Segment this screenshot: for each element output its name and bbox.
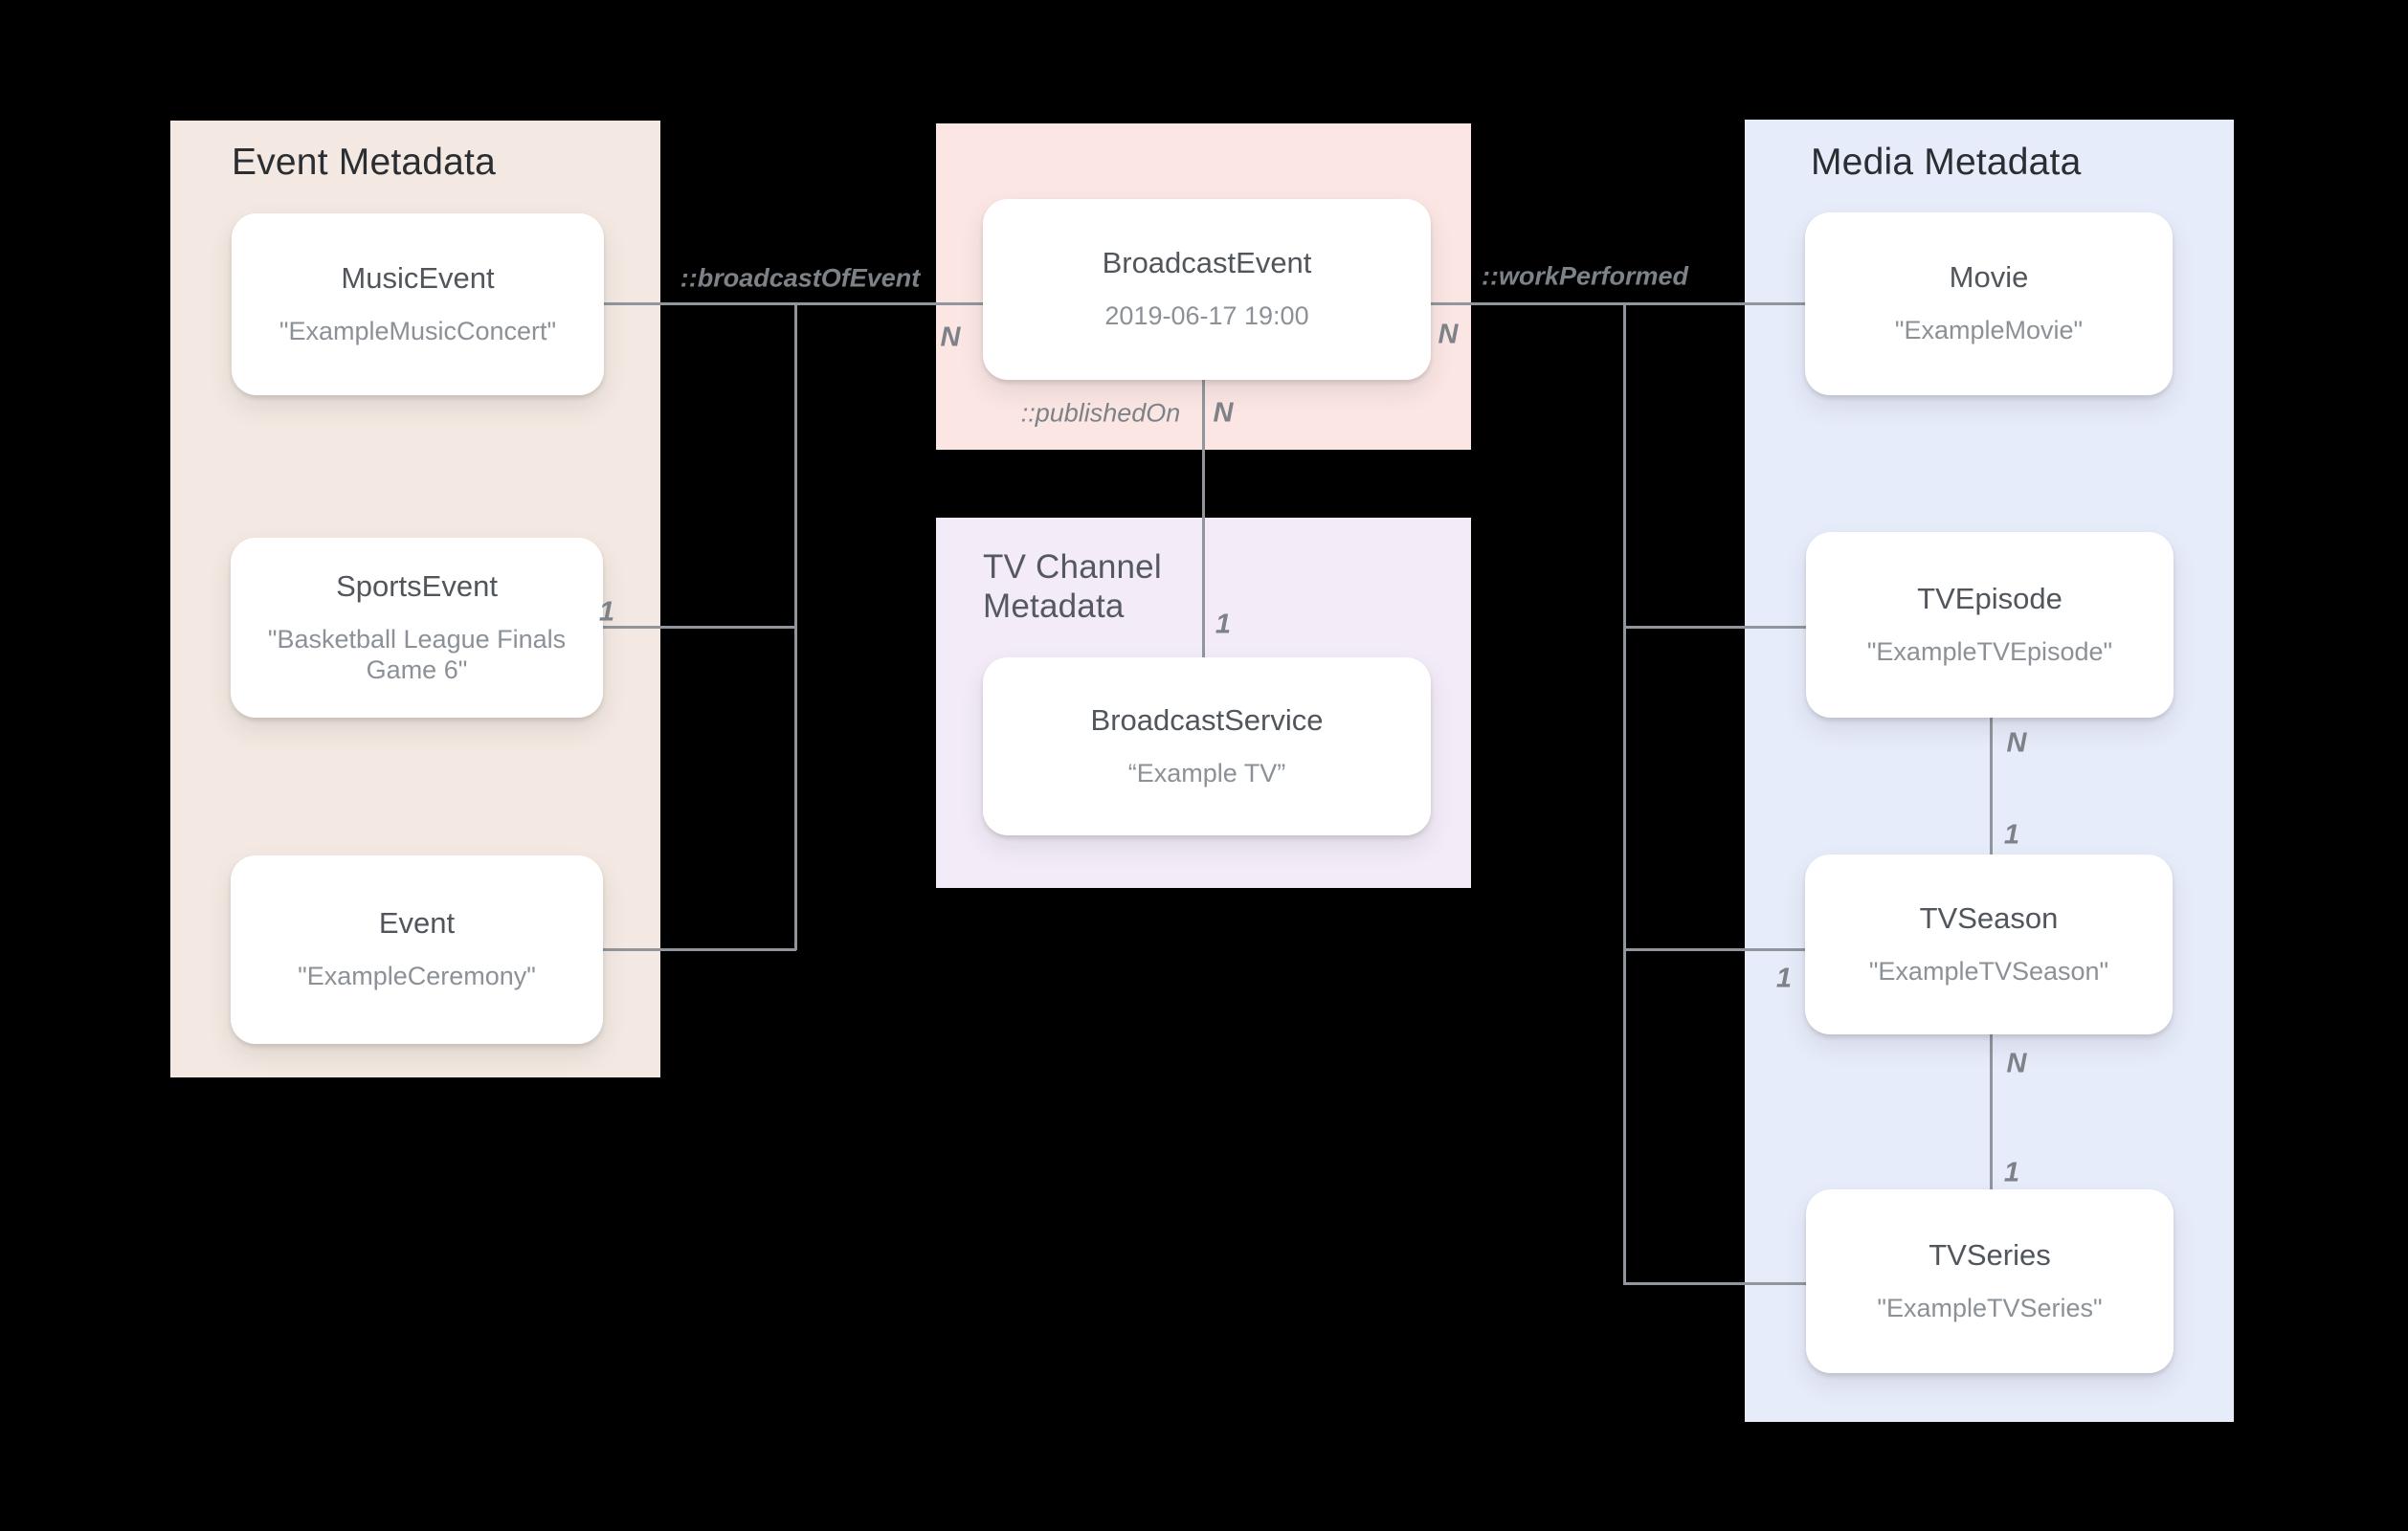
node-tv-season-name: TVSeason (1919, 900, 2059, 935)
connector-broadcastevent-broadcastservice (1202, 380, 1205, 657)
cardinality-season-top-one: 1 (2003, 819, 2020, 851)
node-sports-event: SportsEvent "Basketball League Finals Ga… (231, 538, 603, 718)
connector-tvseason-tvseries (1990, 1034, 1993, 1189)
node-sports-event-name: SportsEvent (336, 568, 498, 603)
node-tv-series: TVSeries "ExampleTVSeries" (1806, 1189, 2174, 1373)
node-broadcast-service: BroadcastService “Example TV” (983, 657, 1431, 835)
cardinality-broadcast-right-n: N (1438, 319, 1459, 350)
relationship-published-on: ::publishedOn (1020, 398, 1181, 428)
node-tv-episode-value: "ExampleTVEpisode" (1866, 636, 2113, 666)
cardinality-service-one: 1 (1215, 609, 1232, 640)
node-tv-season-value: "ExampleTVSeason" (1868, 956, 2109, 986)
node-movie-value: "ExampleMovie" (1894, 316, 2084, 345)
node-event: Event "ExampleCeremony" (231, 855, 603, 1044)
node-sports-event-value: "Basketball League Finals Game 6" (267, 624, 567, 685)
node-tv-series-value: "ExampleTVSeries" (1877, 1293, 2103, 1322)
node-music-event: MusicEvent "ExampleMusicConcert" (232, 213, 604, 395)
node-tv-episode-name: TVEpisode (1917, 581, 2062, 615)
node-event-name: Event (378, 906, 456, 941)
node-tv-series-name: TVSeries (1929, 1237, 2051, 1272)
node-event-value: "ExampleCeremony" (298, 962, 536, 991)
node-movie-name: Movie (1949, 260, 2029, 295)
tv-channel-metadata-title: TV Channel Metadata (983, 548, 1162, 625)
node-broadcast-event: BroadcastEvent 2019-06-17 19:00 (983, 199, 1431, 380)
connector-event-trunk (602, 948, 796, 951)
cardinality-season-bottom-n: N (2006, 1048, 2027, 1079)
connector-musicevent-broadcastevent (604, 302, 983, 305)
relationship-broadcast-of-event: ::broadcastOfEvent (680, 263, 921, 293)
relationship-work-performed: ::workPerformed (1481, 261, 1689, 291)
connector-trunk-tvseason (1623, 948, 1806, 951)
cardinality-sports-one: 1 (598, 596, 615, 628)
node-music-event-value: "ExampleMusicConcert" (279, 316, 557, 345)
node-broadcast-service-name: BroadcastService (1090, 702, 1324, 737)
connector-tvepisode-tvseason (1990, 718, 1993, 854)
event-metadata-title: Event Metadata (232, 142, 496, 183)
node-tv-episode: TVEpisode "ExampleTVEpisode" (1806, 532, 2174, 718)
cardinality-series-top-one: 1 (2003, 1157, 2020, 1188)
node-tv-season: TVSeason "ExampleTVSeason" (1805, 854, 2173, 1034)
connector-right-trunk (1623, 302, 1626, 1285)
cardinality-broadcast-left-n: N (940, 322, 961, 353)
node-broadcast-service-value: “Example TV” (1127, 758, 1286, 788)
node-music-event-name: MusicEvent (341, 260, 495, 295)
cardinality-published-n: N (1213, 397, 1234, 429)
connector-trunk-tvseries (1623, 1282, 1806, 1285)
connector-broadcastevent-movie (1431, 302, 1805, 305)
node-broadcast-event-value: 2019-06-17 19:00 (1104, 301, 1309, 331)
node-broadcast-event-name: BroadcastEvent (1102, 246, 1312, 280)
connector-trunk-tvepisode (1623, 626, 1806, 629)
connector-sportsevent-trunk (602, 626, 796, 629)
node-movie: Movie "ExampleMovie" (1805, 212, 2173, 395)
cardinality-season-left-one: 1 (1775, 963, 1793, 994)
cardinality-episode-bottom-n: N (2006, 727, 2027, 759)
media-metadata-title: Media Metadata (1811, 142, 2082, 183)
